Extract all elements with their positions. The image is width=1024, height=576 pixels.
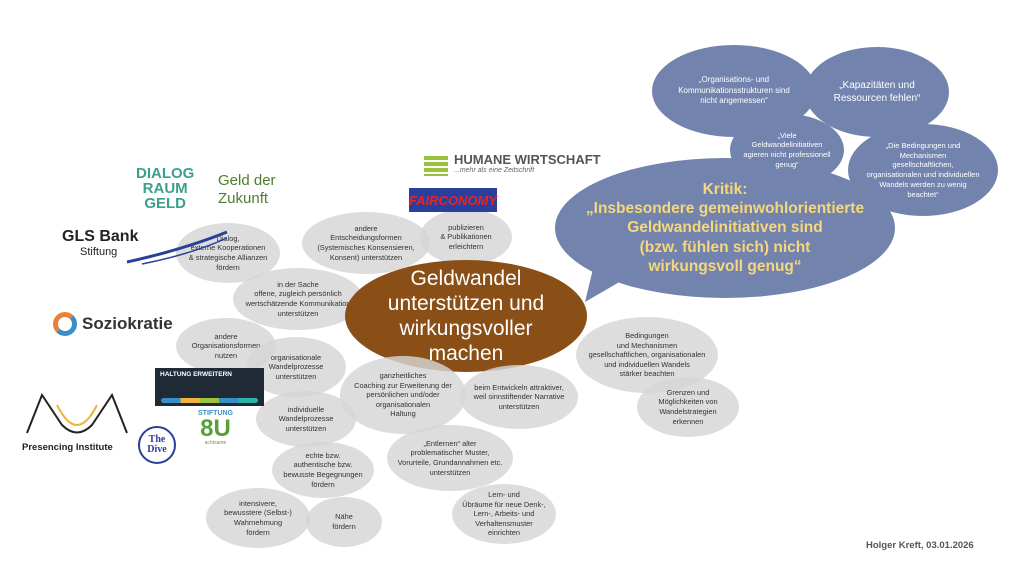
measure-closeness: Nähe fördern [306, 497, 382, 547]
central-goal: Geldwandel unterstützen und wirkungsvoll… [345, 260, 587, 372]
critique-capacities: „Kapazitäten und Ressourcen fehlen“ [805, 47, 949, 137]
gls-subtitle: Stiftung [80, 246, 118, 258]
humane-title: HUMANE WIRTSCHAFT [454, 152, 601, 167]
fairconomy-logo: FAIRCONOMY [409, 188, 497, 212]
footer-author-date: Holger Kreft, 03.01.2026 [866, 540, 974, 551]
measure-perception: intensivere, bewusstere (Selbst-) Wahrne… [206, 488, 310, 548]
dialog-raum-geld-logo: DIALOG RAUM GELD [136, 165, 195, 212]
the-dive-logo: The Dive [138, 426, 176, 464]
achtsame-label: achtsame [204, 440, 227, 446]
soziokratie-text: Soziokratie [82, 314, 173, 333]
critique-conditions: „Die Bedingungen und Mechanismen gesells… [848, 124, 998, 216]
measure-encounters: echte bzw. authentische bzw. bewusste Be… [272, 442, 374, 498]
haltung-title: HALTUNG ERWEITERN [160, 371, 232, 378]
humane-icon [424, 156, 448, 176]
geld-der-zukunft-logo: Geld der Zukunft [218, 172, 276, 207]
humane-wirtschaft-logo: HUMANE WIRTSCHAFT ...mehr als eine Zeits… [424, 152, 601, 176]
stiftung-label: STIFTUNG [198, 410, 233, 417]
presencing-text: Presencing Institute [22, 442, 113, 453]
eightu-label: 8U [200, 415, 231, 442]
measure-decision-forms: andere Entscheidungsformen (Systemisches… [302, 212, 430, 274]
kritik-bubble: Kritik: „Insbesondere gemeinwohlorientie… [555, 158, 895, 298]
measure-communication: in der Sache offene, zugleich persönlich… [233, 268, 363, 330]
critique-professional: „Viele Geldwandelinitiativen agieren nic… [730, 114, 844, 186]
measure-limits: Grenzen und Möglichkeiten von Wandelstra… [637, 377, 739, 437]
haltung-dots [161, 398, 258, 403]
gls-bank-logo: GLS Bank Stiftung [62, 228, 228, 265]
haltung-erweitern-image: HALTUNG ERWEITERN [155, 368, 264, 406]
gls-swoosh-icon [126, 230, 228, 265]
presencing-institute-logo: Presencing Institute [22, 385, 134, 453]
soziokratie-logo: Soziokratie [53, 312, 173, 336]
measure-narratives: beim Entwickeln attraktiver, weil sinnst… [460, 365, 578, 429]
humane-subtitle: ...mehr als eine Zeitschrift [454, 167, 535, 174]
measure-learning-spaces: Lern- und Übräume für neue Denk-, Lern-,… [452, 484, 556, 544]
presencing-u-icon [26, 392, 128, 434]
gls-title: GLS Bank [62, 228, 139, 245]
measure-coaching: ganzheitliches Coaching zur Erweiterung … [340, 356, 466, 434]
stiftung-8u-logo: STIFTUNG 8U achtsame [198, 410, 233, 446]
measure-unlearning: „Entlernen“ alter problematischer Muster… [387, 425, 513, 491]
soziokratie-icon [53, 312, 77, 336]
measure-publish: publizieren & Publikationen erleichtern [420, 209, 512, 265]
measure-individual-change: individuelle Wandelprozesse unterstützen [256, 391, 356, 447]
